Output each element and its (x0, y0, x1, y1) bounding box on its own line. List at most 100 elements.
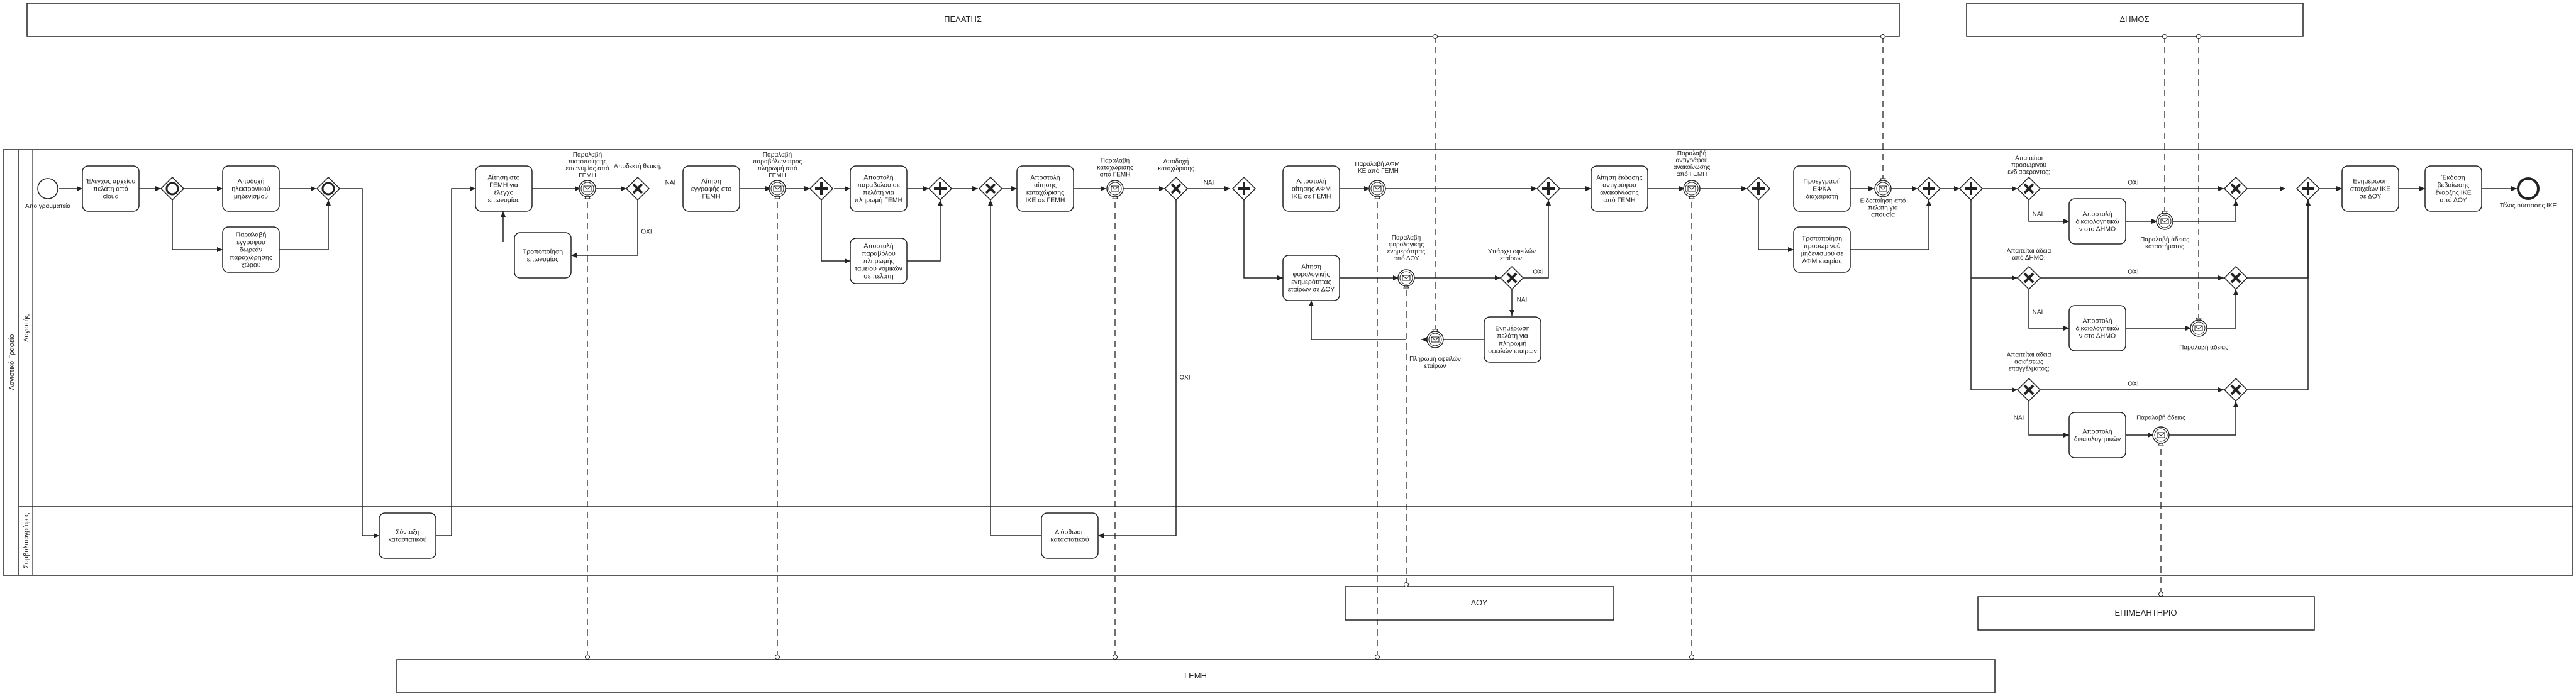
task-t22-label-line: έναρξης ΙΚΕ (2435, 189, 2471, 197)
task-t6-label-line: επωνυμίας (527, 256, 558, 263)
task-t14-label-line: πληρωμή (1499, 340, 1527, 348)
label-g4yes: ΝΑΙ (2033, 211, 2043, 218)
label-g1: Αποδεκτή θετική; (614, 163, 662, 170)
label-m11-line: Παραλαβή άδειας (2136, 414, 2185, 422)
pool-gemi: ΓΕΜΗ (396, 659, 1996, 693)
message-flows (587, 36, 2199, 657)
gateway-proswrinou (2016, 176, 2041, 201)
label-no1-line: ΟΧΙ (641, 229, 652, 236)
task-t5-label-line: Αίτηση στο (488, 174, 520, 182)
task-t1-label-line: πελάτη από (93, 185, 128, 193)
task-t17-label-line: μηδενισμού σε (1801, 250, 1844, 258)
task-t18-label-line: Αποστολή (2082, 211, 2112, 218)
label-g5no-line: ΟΧΙ (2128, 269, 2138, 276)
task-box (682, 165, 740, 212)
task-t15-label-line: από ΓΕΜΗ (1603, 197, 1635, 204)
task-t1-label-line: Έλεγχος αρχείου (86, 178, 136, 185)
task-t8-label-line: παραβόλου σε (857, 182, 900, 189)
gateway-inclusive-join (316, 176, 341, 201)
task-t12-label-line: ΙΚΕ σε ΓΕΜΗ (1291, 193, 1331, 201)
message-event-kataxorisi-icon (1106, 180, 1124, 197)
task-t14-label-line: Ενημέρωση (1495, 325, 1530, 333)
sequence-flows (59, 186, 2517, 538)
gateway-merge-proswrinou (2223, 176, 2248, 201)
label-m10-line: Παραλαβή άδειας (2179, 344, 2228, 351)
pool-gemi-label: ΓΕΜΗ (1184, 671, 1207, 680)
task-t14-label-line: πελάτη για (1497, 333, 1528, 340)
label-yes2-line: ΝΑΙ (1204, 180, 1214, 187)
task-t22-label-line: βεβαίωσης (2438, 182, 2470, 189)
gateway-parallel-join-4 (2296, 176, 2321, 201)
task-t2-label-line: μηδενισμού (234, 193, 268, 201)
label-m1-line: πιστοποίησης (568, 158, 606, 165)
gateway-adeia-dimou (2016, 265, 2041, 290)
task-t8-label-line: πληρωμή ΓΕΜΗ (855, 197, 902, 204)
task-t15-label-line: Αίτηση έκδοσης (1596, 174, 1642, 182)
label-g4-line: προσωρινού (2011, 162, 2046, 169)
task-t9-label-line: σε πελάτη (863, 273, 893, 280)
message-event-adeia-epimelitiriou-icon (2152, 426, 2170, 444)
task-box (2068, 305, 2126, 351)
task-t17-label-line: Τροποποίηση (1802, 235, 1842, 243)
task-t21-label-line: σε ΔΟΥ (2359, 193, 2381, 201)
label-g5no: ΟΧΙ (2128, 269, 2138, 276)
task-t6-label-line: Τροποποίηση (523, 248, 563, 256)
label-m1-line: ΓΕΜΗ (579, 172, 596, 179)
task-t11-label-line: καταστατικού (1051, 536, 1089, 544)
task-t20-label-line: Αποστολή (2082, 428, 2112, 436)
label-g5-line: από ΔΗΜΟ; (2012, 254, 2045, 262)
task-box (1282, 165, 1340, 212)
gateway-ofeiles-etairwn (1499, 265, 1524, 290)
label-m2-line: ΓΕΜΗ (769, 172, 786, 179)
pool-main: Λογιστικό Γραφείο Λογιστής Συμβολαιογράφ… (3, 149, 2573, 576)
end-event-label: Τέλος σύστασης ΙΚΕ (2500, 202, 2557, 209)
task-t7-label-line: Αίτηση (701, 178, 721, 185)
label-g2-line: Αποδοχή (1163, 158, 1189, 165)
label-m1-line: Παραλαβή (573, 151, 602, 158)
label-yes1: ΝΑΙ (665, 180, 676, 187)
task-t19-label-line: δικαιολογητικώ (2075, 325, 2119, 333)
task-t3-label-line: χώρου (242, 262, 261, 269)
task-t11-label-line: Διόρθωση (1055, 529, 1085, 536)
label-g6-line: επαγγέλματος; (2009, 365, 2050, 373)
message-event-forologiki-icon (1397, 269, 1415, 287)
task-box (1793, 165, 1851, 212)
task-box (1793, 226, 1851, 273)
label-g6no: ΟΧΙ (2128, 381, 2138, 388)
task-t19-label-line: Αποστολή (2082, 318, 2112, 325)
message-event-plirwmi-ofeilwn-icon (1426, 331, 1444, 348)
label-m8-line: απουσία (1871, 211, 1895, 219)
task-box (2068, 412, 2126, 458)
label-g6no-line: ΟΧΙ (2128, 381, 2138, 388)
task-t1-label-line: cloud (103, 193, 118, 201)
